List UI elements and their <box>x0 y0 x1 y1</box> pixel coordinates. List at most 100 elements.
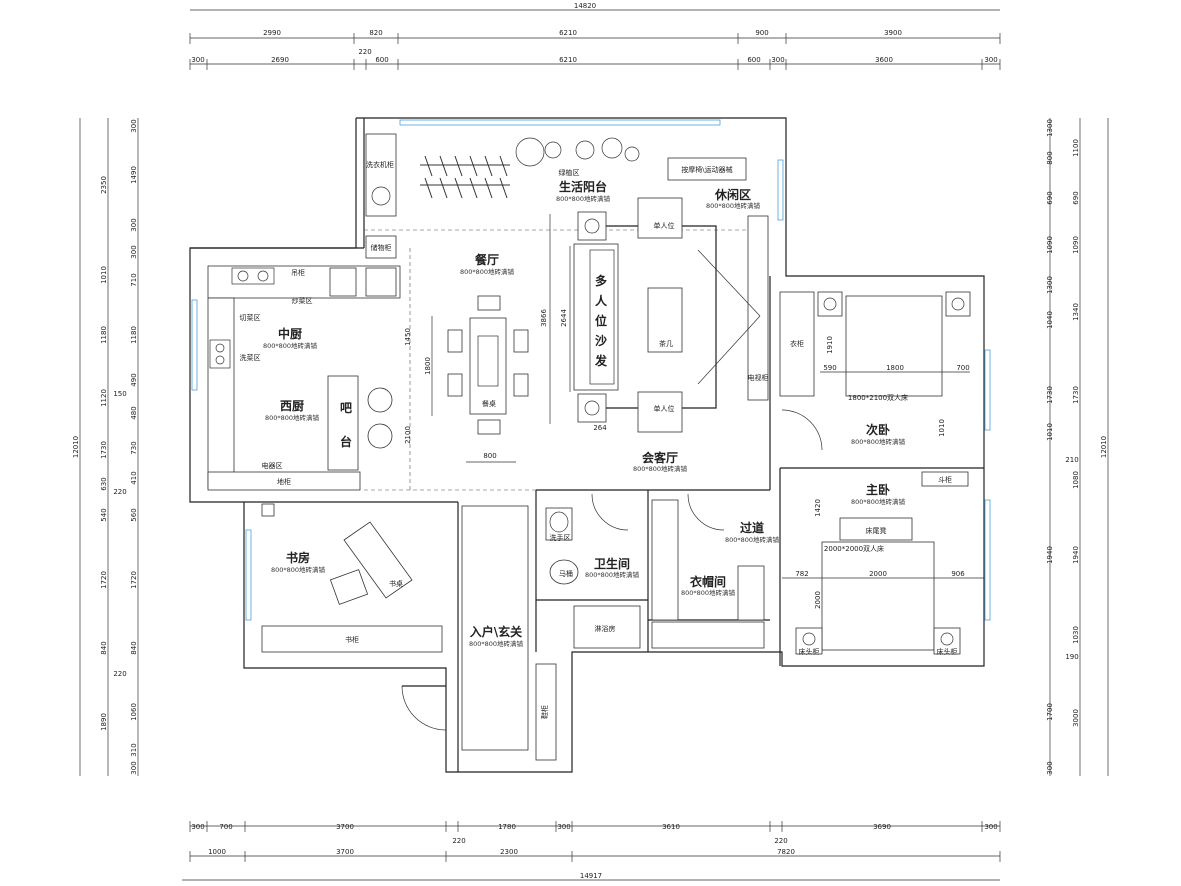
desk-label: 书桌 <box>389 579 403 588</box>
top-dim-r2-2: 2690 <box>271 56 289 64</box>
leisure-title: 休闲区 <box>714 187 751 202</box>
left-inner-8: 150 <box>113 390 126 398</box>
toilet-label: 马桶 <box>559 569 573 578</box>
b2-dim-1800: 1800 <box>886 364 904 372</box>
master-cabinet <box>921 471 969 487</box>
bottom-dim-r2-3: 2300 <box>500 848 518 856</box>
left-inner-5: 710 <box>130 273 138 286</box>
wardrobe-b2-label: 衣柜 <box>790 339 804 348</box>
bottom-dim-7: 3610 <box>662 823 680 831</box>
right-outer-7: 1730 <box>1046 386 1054 404</box>
wash-label: 洗菜区 <box>240 353 261 362</box>
left-inner-9: 480 <box>130 406 138 419</box>
planting-label: 绿植区 <box>559 168 580 177</box>
dining-area: 餐厅 800*800地砖满铺 餐桌 1450 1800 2100 800 <box>404 252 529 463</box>
left-outer-2: 1010 <box>100 266 108 284</box>
top-dim-r2-8: 3600 <box>875 56 893 64</box>
right-inner-dims: 1100 690 1090 1340 1730 1940 300 <box>1046 139 1080 775</box>
left-inner-7: 490 <box>130 373 138 386</box>
washer-cabinet <box>365 133 397 217</box>
top-dim-1: 2990 <box>263 29 281 37</box>
tv-cabinet-label: 电视柜 <box>748 373 769 382</box>
closet-right <box>737 565 765 621</box>
massage-label: 按摩椅\运动器械 <box>681 165 732 174</box>
right-inner-9: 1940 <box>1072 546 1080 564</box>
kitchen-west-floor: 800*800地砖满铺 <box>265 413 320 422</box>
m-dim-906: 906 <box>951 570 965 578</box>
kitchen-sink <box>209 339 231 369</box>
right-outer-9: 210 <box>1065 456 1078 464</box>
top-dimensions: 14820 2990 820 6210 900 3900 300 2690 22… <box>189 2 1001 70</box>
floor-cabinet <box>207 471 361 491</box>
bar-char-2: 台 <box>340 434 352 449</box>
top-dim-5: 3900 <box>884 29 902 37</box>
right-dimensions: 12010 1300 800 690 1090 1300 1040 1730 1… <box>1046 118 1109 776</box>
right-outer-4: 1090 <box>1046 236 1054 254</box>
bottom-dim-1: 300 <box>191 823 204 831</box>
right-outer-10: 1080 <box>1072 471 1080 489</box>
windows <box>191 119 991 621</box>
left-inner-15: 840 <box>130 641 138 654</box>
entry-floor: 800*800地砖满铺 <box>469 639 524 648</box>
top-dim-r2-4: 600 <box>375 56 388 64</box>
left-outer-8: 540 <box>100 508 108 521</box>
top-dim-r2-3: 220 <box>358 48 371 56</box>
dining-table <box>469 317 507 415</box>
bed-bedroom2 <box>845 295 943 397</box>
left-outer-9: 1720 <box>100 571 108 589</box>
closet-floor: 800*800地砖满铺 <box>681 588 736 597</box>
top-dim-r2-1: 300 <box>191 56 204 64</box>
bedroom2-door <box>781 409 823 451</box>
tv-cabinet <box>747 215 769 401</box>
right-inner-13: 300 <box>1046 761 1054 774</box>
bar-char-1: 吧 <box>340 401 352 415</box>
left-outer-3: 1180 <box>100 326 108 344</box>
bottom-total-dim: 14917 <box>580 872 602 880</box>
left-outer-1: 2350 <box>100 176 108 194</box>
m-dim-2000v: 2000 <box>814 591 822 609</box>
basin-label: 洗手区 <box>550 533 571 542</box>
closet-title: 衣帽间 <box>690 574 726 589</box>
bar-stool-2 <box>367 423 393 449</box>
b2-dim-590: 590 <box>823 364 836 372</box>
left-dimensions: 12010 2350 1010 1180 1120 1730 630 220 5… <box>72 118 139 776</box>
right-outer-8: 1010 <box>1046 423 1054 441</box>
dining-dim-1800: 1800 <box>424 357 432 375</box>
b2-dim-1910: 1910 <box>826 336 834 354</box>
clothes-rack <box>420 155 510 199</box>
wardrobe-bedroom2 <box>779 291 815 397</box>
sofa-char-4: 沙 <box>595 334 607 348</box>
bottom-dim-9: 3690 <box>873 823 891 831</box>
bottom-dim-6: 300 <box>557 823 570 831</box>
shower-label: 淋浴房 <box>595 624 616 633</box>
right-inner-5: 1340 <box>1072 303 1080 321</box>
kitchen-area: 储物柜 吊柜 炒菜区 切菜区 洗菜区 中厨 800*800地砖满铺 西厨 800… <box>207 235 401 491</box>
bottom-dim-4: 220 <box>452 837 465 845</box>
dining-table-label: 餐桌 <box>482 399 496 408</box>
side-table-bottom <box>577 393 607 423</box>
dining-dim-1450: 1450 <box>404 328 412 346</box>
top-dim-r2-5: 6210 <box>559 56 577 64</box>
single-seat-bottom <box>637 391 683 433</box>
top-dim-3: 6210 <box>559 29 577 37</box>
shower <box>573 605 641 649</box>
left-outer-11: 220 <box>113 670 126 678</box>
study-desk <box>343 521 413 599</box>
top-dim-4: 900 <box>755 29 768 37</box>
left-outer-4: 1120 <box>100 389 108 407</box>
right-outer-3: 690 <box>1046 191 1054 204</box>
tea-table-label: 茶几 <box>659 339 673 348</box>
kitchen-west-title: 西厨 <box>280 398 304 413</box>
toilet <box>549 559 579 585</box>
bottom-dim-r2-2: 3700 <box>336 848 354 856</box>
left-outer-5: 1730 <box>100 441 108 459</box>
bed-b2-label: 1800*2100双人床 <box>848 393 908 402</box>
right-inner-2: 1100 <box>1072 139 1080 157</box>
bottom-dim-r2-1: 1000 <box>208 848 226 856</box>
massage-chair <box>667 157 747 181</box>
study-bookcase <box>261 625 443 653</box>
corridor-floor: 800*800地砖满铺 <box>725 535 780 544</box>
bottom-dim-3: 3700 <box>336 823 354 831</box>
shoe-cabinet <box>535 663 557 761</box>
